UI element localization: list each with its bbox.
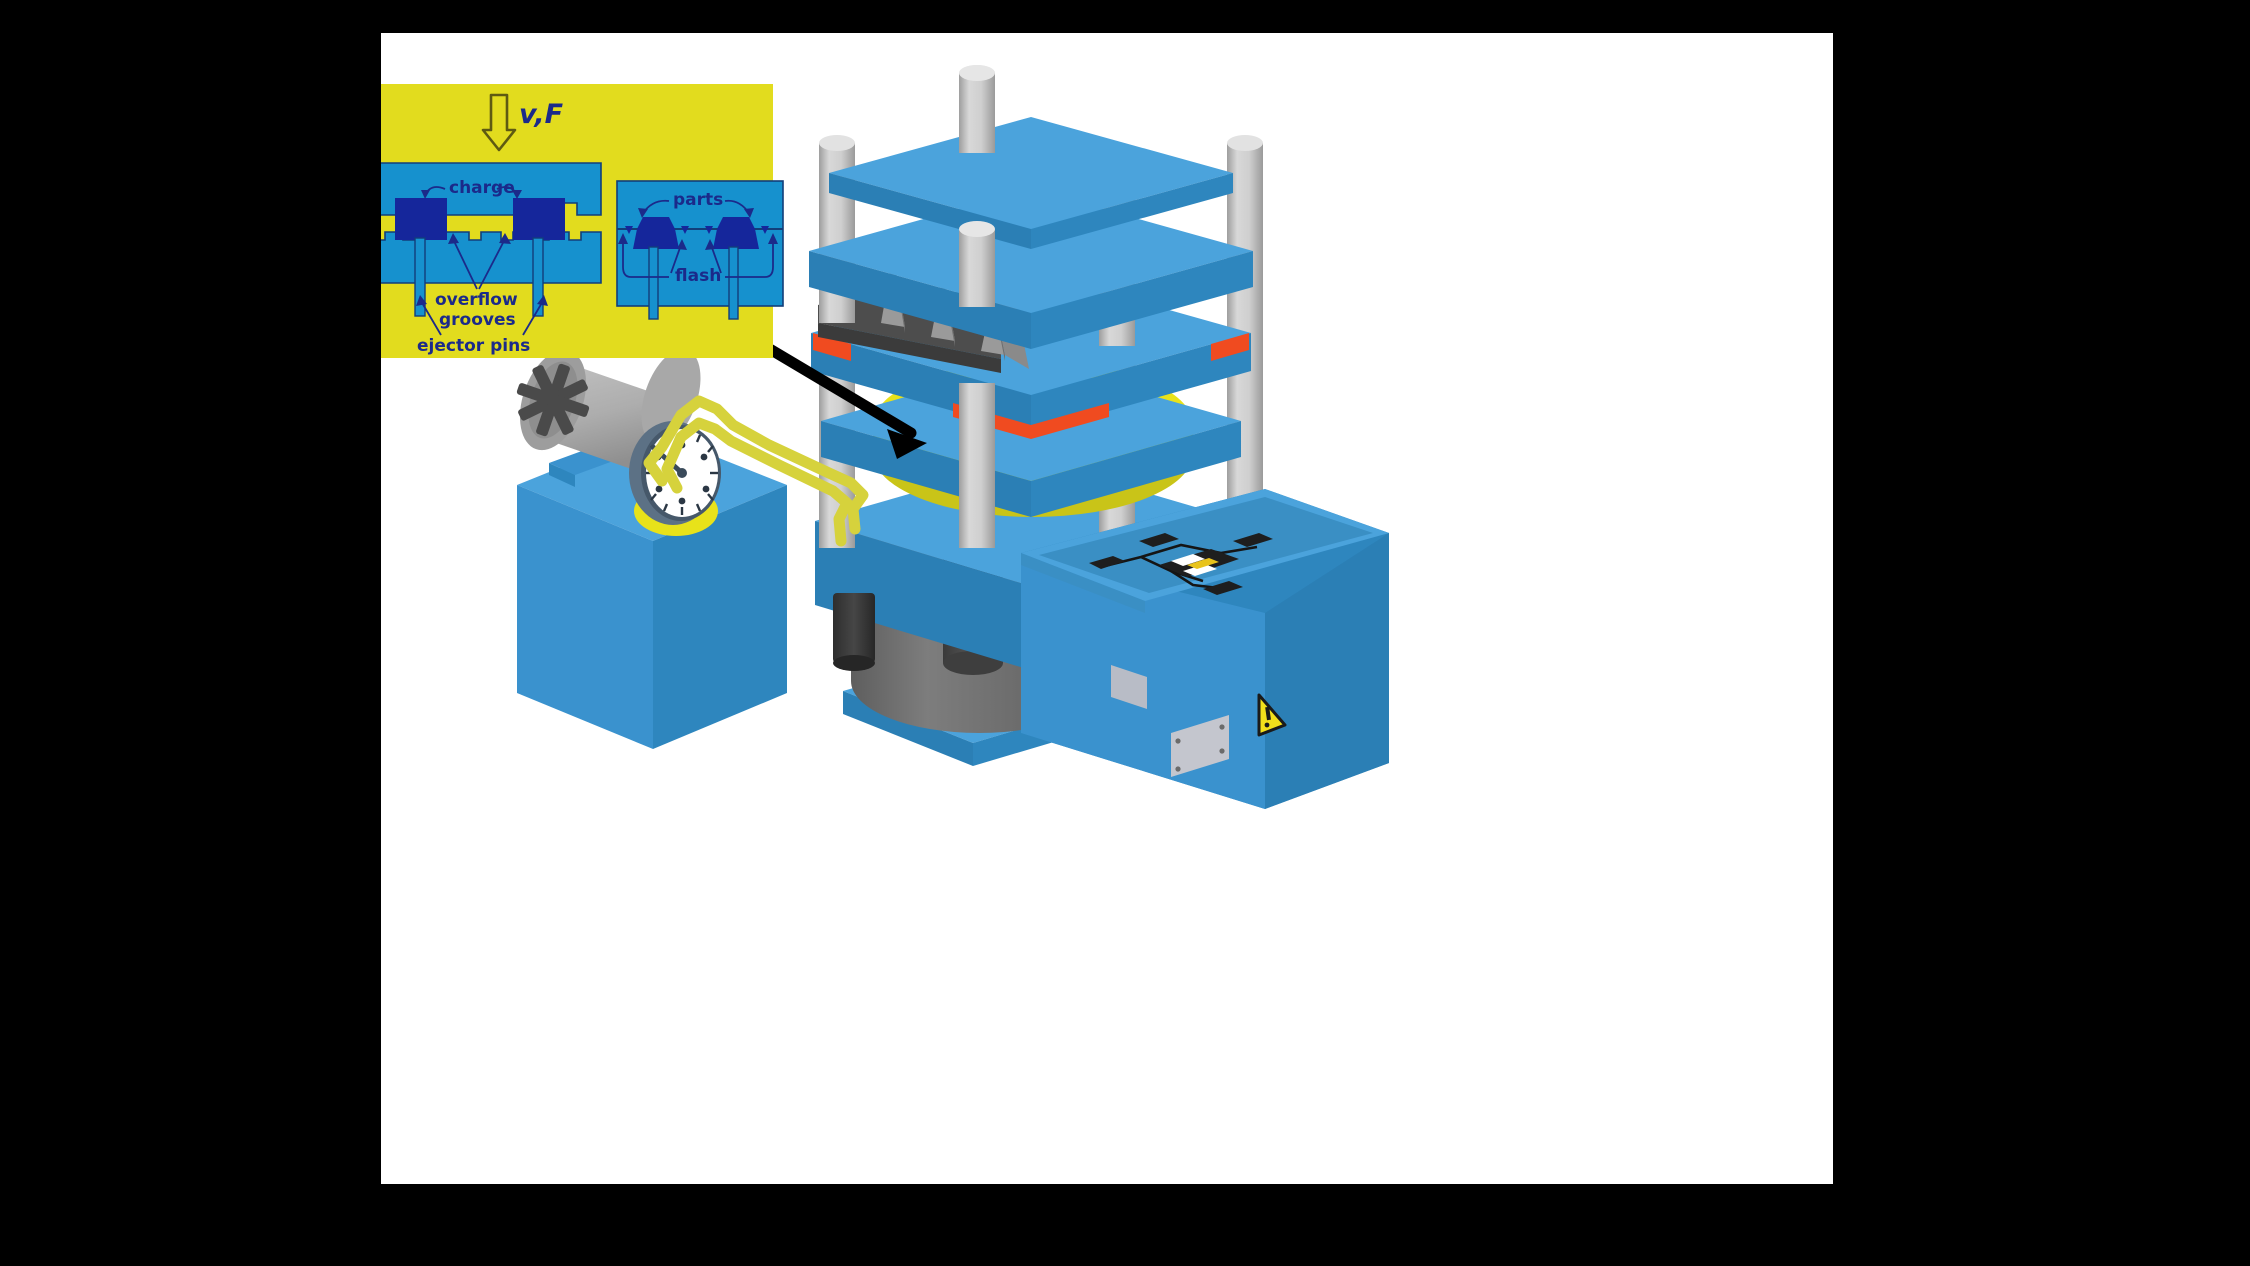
control-buttons[interactable] xyxy=(1089,533,1273,595)
figure-artboard: v,F charge xyxy=(381,33,1833,1184)
overflow-label: overflow xyxy=(435,290,518,310)
indicator-module xyxy=(1159,549,1239,577)
charge-leader-heads xyxy=(421,190,522,199)
press-upper-crosshead xyxy=(809,189,1253,349)
hydraulic-power-unit xyxy=(516,348,869,749)
inset-molded-parts xyxy=(633,217,759,249)
callout-arrow xyxy=(747,333,927,459)
inset-ejector-pins-right xyxy=(648,246,739,320)
parts-leader-heads xyxy=(638,208,754,218)
force-arrow-icon xyxy=(481,93,517,152)
motor-fan-icon xyxy=(516,363,590,437)
overflow-leaders xyxy=(452,238,506,290)
accent-stripes-mid xyxy=(813,333,1249,361)
flash-label: flash xyxy=(675,266,721,286)
press-center-tie-bar xyxy=(959,383,995,548)
parts-label: parts xyxy=(673,190,723,210)
ejector-leader-heads xyxy=(416,295,548,306)
flash-leader-heads xyxy=(618,233,778,250)
force-label: v,F xyxy=(519,99,564,130)
control-cabinet xyxy=(1021,489,1389,809)
cabinet-nameplate xyxy=(1171,715,1229,777)
mold-cross-section-inset: v,F charge xyxy=(381,84,784,358)
press-center-column-mid xyxy=(959,221,995,307)
figure-canvas: v,F charge xyxy=(381,33,1833,1184)
charge-label: charge xyxy=(449,178,515,198)
cabinet-front-plate xyxy=(1111,665,1147,709)
ejector-pins-label: ejector pins xyxy=(417,336,530,356)
control-panel-controls xyxy=(1089,533,1273,595)
control-panel-top xyxy=(1021,489,1389,613)
electric-motor xyxy=(516,348,701,473)
hydraulic-hoses xyxy=(643,395,869,547)
overflow-leader-heads xyxy=(448,233,511,244)
press-center-column-top xyxy=(959,65,995,153)
grooves-label: grooves xyxy=(439,310,516,330)
flash-leaders xyxy=(622,239,774,278)
inset-charges xyxy=(395,198,565,240)
press-illustration: v,F charge xyxy=(381,65,1389,809)
inset-ejector-pins-left xyxy=(414,237,544,317)
warning-triangle-icon xyxy=(1257,693,1287,737)
ejector-leaders xyxy=(420,300,544,336)
inset-flash-fins xyxy=(625,226,769,234)
